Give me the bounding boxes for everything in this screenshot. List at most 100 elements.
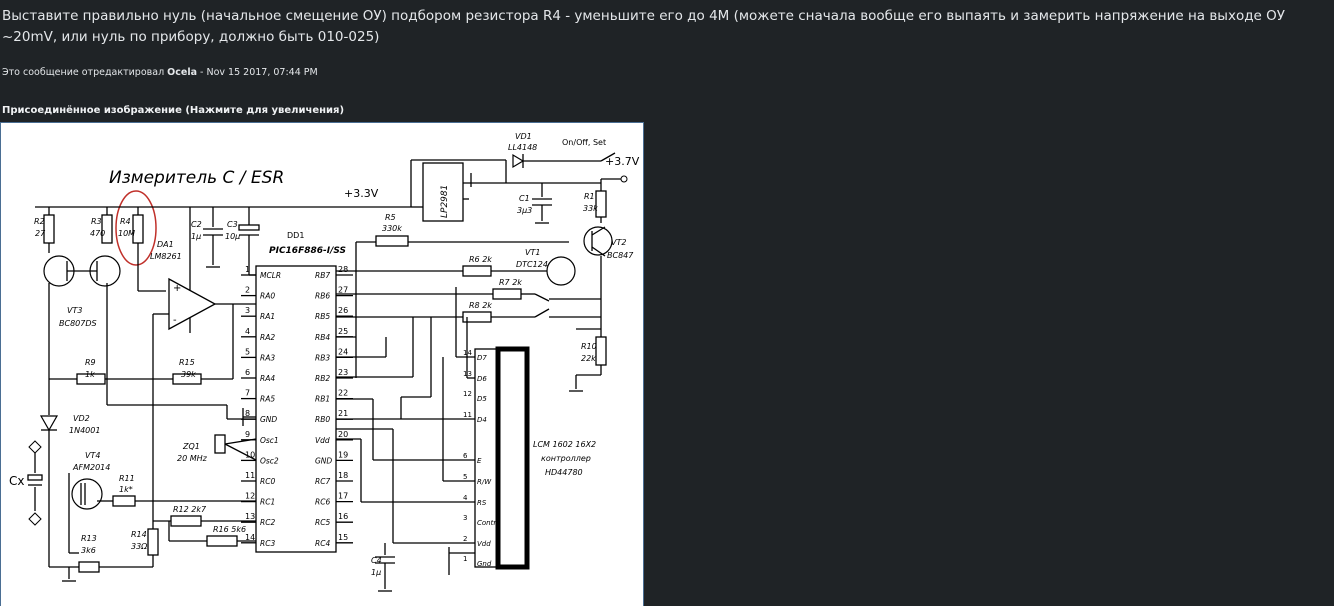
lcd-pin-name: R/W (477, 478, 492, 486)
r8-label: R8 2k (469, 301, 492, 310)
r3-label: R3 (91, 217, 102, 226)
c3-label: C3 (227, 220, 238, 229)
ic-left-pin-num: 12 (245, 492, 255, 501)
r7-label: R7 2k (499, 278, 522, 287)
ic-right-pin-num: 21 (338, 409, 348, 418)
lcd-pin-name: D5 (477, 395, 487, 403)
ic-left-pin-num: 10 (245, 450, 255, 459)
da1-type: LM8261 (150, 252, 182, 261)
ic-right-pin-name: RB2 (315, 374, 330, 383)
ic-left-pin-num: 3 (245, 306, 250, 315)
r5-label: R5 (385, 213, 396, 222)
lp2981-regulator (422, 162, 464, 222)
dd1-mcu (255, 265, 337, 553)
r11-value: 1k* (119, 485, 133, 494)
vt1-label: VT1 (525, 248, 540, 257)
r4-label: R4 (120, 217, 131, 226)
r6-resistor (462, 265, 492, 277)
ic-left-pin-name: RC1 (260, 498, 275, 507)
r6-label: R6 2k (469, 255, 492, 264)
ic-left-pin-name: RA1 (260, 312, 275, 321)
attached-image[interactable]: Измеритель C / ESR +3.3V LP2981 VD1 LL41… (0, 122, 644, 606)
ic-right-pin-num: 27 (338, 286, 348, 295)
ic-left-pin-name: Osc1 (260, 436, 279, 445)
r12-resistor (170, 515, 202, 527)
ic-left-pin-name: GND (260, 415, 277, 424)
ic-right-pin-num: 28 (338, 265, 348, 274)
lcd-pin-name: RS (477, 499, 487, 507)
ic-right-pin-num: 25 (338, 327, 348, 336)
ic-right-pin-name: RB4 (315, 333, 330, 342)
switch-label: On/Off, Set (562, 138, 606, 147)
lcd-label-1: LCM 1602 16X2 (533, 440, 596, 449)
r4-value: 10M (118, 229, 135, 238)
ic-right-pin-name: RC4 (315, 539, 330, 548)
opamp-minus: - (173, 315, 177, 326)
c2-label: C2 (191, 220, 202, 229)
c2-value: 1µ (191, 232, 201, 241)
r15-label: R15 (179, 358, 195, 367)
ic-right-pin-name: RB5 (315, 312, 330, 321)
ic-left-pin-name: MCLR (260, 271, 281, 280)
edit-author-link[interactable]: Ocela (167, 67, 197, 78)
vd2-label: VD2 (73, 414, 90, 423)
ic-left-pin-num: 4 (245, 327, 250, 336)
ic-right-pin-name: RB3 (315, 353, 330, 362)
ic-left-pin-name: RA3 (260, 353, 275, 362)
lcd-pin-num: 3 (463, 514, 467, 522)
ic-right-pin-name: GND (315, 456, 332, 465)
lcd-pin-name: Gnd (477, 560, 492, 568)
c4-label: C4 (371, 556, 382, 565)
ic-right-pin-num: 22 (338, 389, 348, 398)
ic-right-pin-num: 24 (338, 347, 348, 356)
lcd-pin-num: 2 (463, 535, 467, 543)
r9-value: 1k (85, 370, 95, 379)
r10-label: R10 (581, 342, 597, 351)
c4-value: 1µ (371, 568, 381, 577)
lcd-pin-num: 6 (463, 452, 468, 460)
schematic-title: Измеритель C / ESR (109, 168, 284, 188)
ic-left-pin-num: 1 (245, 265, 250, 274)
cx-label: Cx (9, 474, 24, 488)
vd2-type: 1N4001 (69, 426, 100, 435)
r16-label: R16 5k6 (213, 525, 246, 534)
lp2981-label: LP2981 (440, 185, 450, 218)
ic-left-pin-name: RC2 (260, 518, 275, 527)
ic-left-pin-num: 8 (245, 409, 250, 418)
r7-resistor (492, 288, 522, 300)
vt2-type: BC847 (607, 251, 634, 260)
ic-left-pin-num: 2 (245, 286, 250, 295)
vt2-transistor (583, 226, 613, 256)
ic-left-pin-name: RA0 (260, 292, 275, 301)
r1-value: 33k (583, 204, 598, 213)
r3-resistor (101, 214, 113, 244)
ic-right-pin-num: 18 (338, 471, 348, 480)
r9-label: R9 (85, 358, 96, 367)
r12-label: R12 2k7 (173, 505, 207, 514)
zq1-label: ZQ1 (182, 442, 200, 451)
r2-value: 27 (35, 229, 46, 238)
ic-left-pin-num: 9 (245, 430, 250, 439)
vd1-label: VD1 (515, 132, 532, 141)
lcd-pin-num: 4 (463, 494, 468, 502)
da1-opamp (168, 277, 217, 331)
r14-resistor (147, 528, 159, 556)
r4-highlight-circle (115, 190, 157, 266)
ic-right-pin-num: 15 (338, 533, 348, 542)
vt4-transistor (71, 478, 103, 510)
dd1-label: DD1 (287, 231, 304, 240)
ic-left-pin-name: RA4 (260, 374, 275, 383)
edit-note: Это сообщение отредактировал Ocela - Nov… (2, 67, 318, 78)
lcd-pin-num: 1 (463, 555, 467, 563)
ic-right-pin-name: RB7 (315, 271, 330, 280)
ic-right-pin-num: 23 (338, 368, 348, 377)
zq1-value: 20 MHz (177, 454, 208, 463)
lcd-pin-name: Vdd (477, 540, 491, 548)
opamp-plus: + (173, 283, 181, 294)
r14-label: R14 (131, 530, 147, 539)
ic-left-pin-name: RC0 (260, 477, 275, 486)
lcd-label-3: HD44780 (545, 468, 583, 477)
vt4-type: AFM2014 (72, 463, 110, 472)
c1-label: C1 (519, 194, 530, 203)
